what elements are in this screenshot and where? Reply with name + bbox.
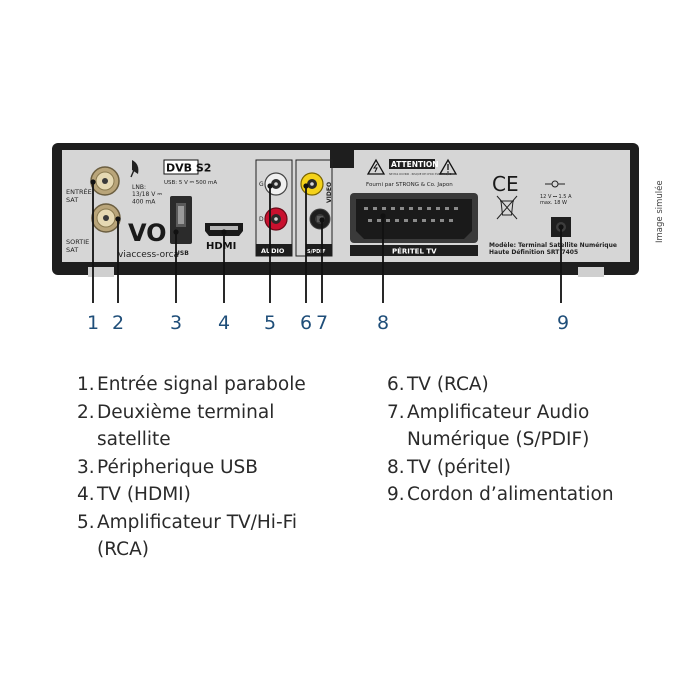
callout-number-2: 2 xyxy=(112,312,124,334)
attention-title: ATTENTION xyxy=(391,160,439,169)
hdmi-logo: HDMI xyxy=(206,241,236,252)
peritel-label: PÉRITEL TV xyxy=(392,247,437,256)
f-connector-sortie xyxy=(91,203,121,233)
callout-number-4: 4 xyxy=(218,312,230,334)
legend-item-8: 8.TV (péritel) xyxy=(387,454,677,482)
dc-polarity-icon xyxy=(545,180,565,188)
usb-label: USB xyxy=(175,250,189,257)
legend-text: Amplificateur Audio Numérique (S/PDIF) xyxy=(407,401,590,451)
legend-item-3: 3.Péripherique USB xyxy=(77,454,367,482)
callout-number-8: 8 xyxy=(377,312,389,334)
scart-connector xyxy=(350,193,478,243)
svg-text:DVB S2: DVB S2 xyxy=(166,162,211,175)
audio-label-plate xyxy=(256,244,292,256)
callout-dot-5 xyxy=(267,183,273,189)
callout-dot-6 xyxy=(303,183,309,189)
weee-bin-icon xyxy=(496,195,518,220)
device-foot-left xyxy=(88,267,114,277)
spdif-label-plate xyxy=(306,244,332,256)
rca-video-yellow xyxy=(300,172,324,196)
callout-number-1: 1 xyxy=(87,312,99,334)
attention-title-box xyxy=(389,159,435,169)
f-connector-entree xyxy=(90,166,120,196)
callout-number-9: 9 xyxy=(557,312,569,334)
legend-number: 7. xyxy=(387,401,405,423)
legend-number: 2. xyxy=(77,401,95,423)
legend-text: Amplificateur TV/Hi-Fi (RCA) xyxy=(97,511,298,561)
viaccess-orca-label: viaccess-orca xyxy=(118,250,179,260)
legend-text: Entrée signal parabole xyxy=(97,374,306,395)
callout-dot-9 xyxy=(558,224,564,230)
callout-dot-8 xyxy=(380,213,386,219)
legend-number: 8. xyxy=(387,456,405,478)
warning-icon-exclamation xyxy=(438,158,458,175)
callout-dot-3 xyxy=(173,229,179,235)
attention-small: NE PAS OUVRIR · RISQUE DE CHOC ÉLECTRIQU… xyxy=(389,171,452,176)
legend-text: Cordon d’alimentation xyxy=(407,484,614,505)
ce-mark: CE xyxy=(492,172,519,196)
peritel-label-plate xyxy=(350,245,478,256)
callout-number-3: 3 xyxy=(170,312,182,334)
legend-item-6: 6.TV (RCA) xyxy=(387,371,677,399)
simulated-image-note: Image simulée xyxy=(655,180,665,243)
audio-d-label: D xyxy=(259,216,264,223)
legend-text: TV (HDMI) xyxy=(97,484,191,505)
callout-number-6: 6 xyxy=(300,312,312,334)
legend-text: TV (RCA) xyxy=(407,374,489,395)
callout-number-7: 7 xyxy=(316,312,328,334)
legend-number: 5. xyxy=(77,511,95,533)
legend-item-4: 4.TV (HDMI) xyxy=(77,481,367,509)
video-label: VIDEO xyxy=(326,182,333,203)
rear-panel xyxy=(62,150,630,262)
legend-number: 3. xyxy=(77,456,95,478)
dvb-s2-logo: DVB S2 xyxy=(163,159,211,175)
callout-dot-1 xyxy=(90,179,96,185)
usb-spec: USB: 5 V ⎓ 500 mA xyxy=(164,180,217,186)
panel-notch xyxy=(330,150,354,168)
legend-text: Deuxième terminal satellite xyxy=(97,401,275,451)
rca-audio-right xyxy=(264,207,288,231)
legend-text: TV (péritel) xyxy=(407,456,511,478)
legend-right: 6.TV (RCA)7.Amplificateur Audio Numériqu… xyxy=(387,371,677,509)
usb-port xyxy=(170,196,192,244)
device-foot-right xyxy=(578,267,604,277)
callout-dot-7 xyxy=(319,217,325,223)
audio-label: AUDIO xyxy=(261,247,285,255)
legend-item-9: 9.Cordon d’alimentation xyxy=(387,481,677,509)
legend-number: 6. xyxy=(387,374,405,395)
legend-number: 9. xyxy=(387,484,405,505)
vo-logo: VO xyxy=(128,219,167,247)
satellite-dish-icon xyxy=(130,160,139,178)
fourni-text: Fourni par STRONG & Co. Japon xyxy=(366,182,453,188)
warning-icon-bolt xyxy=(366,158,386,175)
legend-item-1: 1.Entrée signal parabole xyxy=(77,371,367,399)
legend-number: 1. xyxy=(77,374,95,395)
audio-g-label: G xyxy=(259,181,264,188)
legend-item-5: 5.Amplificateur TV/Hi-Fi (RCA) xyxy=(77,509,367,564)
legend-item-7: 7.Amplificateur Audio Numérique (S/PDIF) xyxy=(387,399,677,454)
callout-dot-4 xyxy=(221,229,227,235)
spdif-label: S/PDIF xyxy=(307,249,326,255)
legend-number: 4. xyxy=(77,484,95,505)
legend-text: Péripherique USB xyxy=(97,456,258,478)
callout-number-5: 5 xyxy=(264,312,276,334)
callout-dot-2 xyxy=(115,216,121,222)
legend-item-2: 2.Deuxième terminal satellite xyxy=(77,399,367,454)
lnb-spec: LNB:13/18 V ⎓400 mA xyxy=(132,184,162,205)
rca-audio-left xyxy=(264,172,288,196)
